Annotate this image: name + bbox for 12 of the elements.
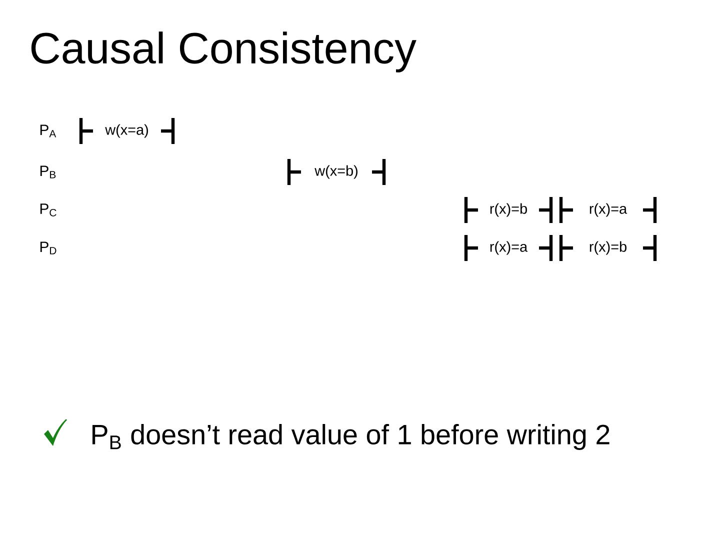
process-label: P$_{B}$ bbox=[40, 166, 56, 178]
operation-label: r(x)=b bbox=[590, 241, 626, 255]
operation-label: r(x)=a bbox=[590, 203, 628, 217]
process-label: P$_{A}$ bbox=[40, 124, 56, 138]
operation-label: r(x)=a bbox=[490, 241, 528, 255]
operation-label: w(x=a) bbox=[105, 124, 148, 138]
title: Causal Consistency bbox=[31, 32, 416, 72]
process-label: P$_{C}$ bbox=[40, 204, 56, 216]
operation-label: w(x=b) bbox=[314, 165, 358, 179]
operation-label: r(x)=b bbox=[490, 203, 527, 217]
process-label: P$_{D}$ bbox=[40, 242, 56, 254]
note-text: P$_{B}$ doesn’t read value of 1 before writing 2 bbox=[92, 424, 610, 450]
